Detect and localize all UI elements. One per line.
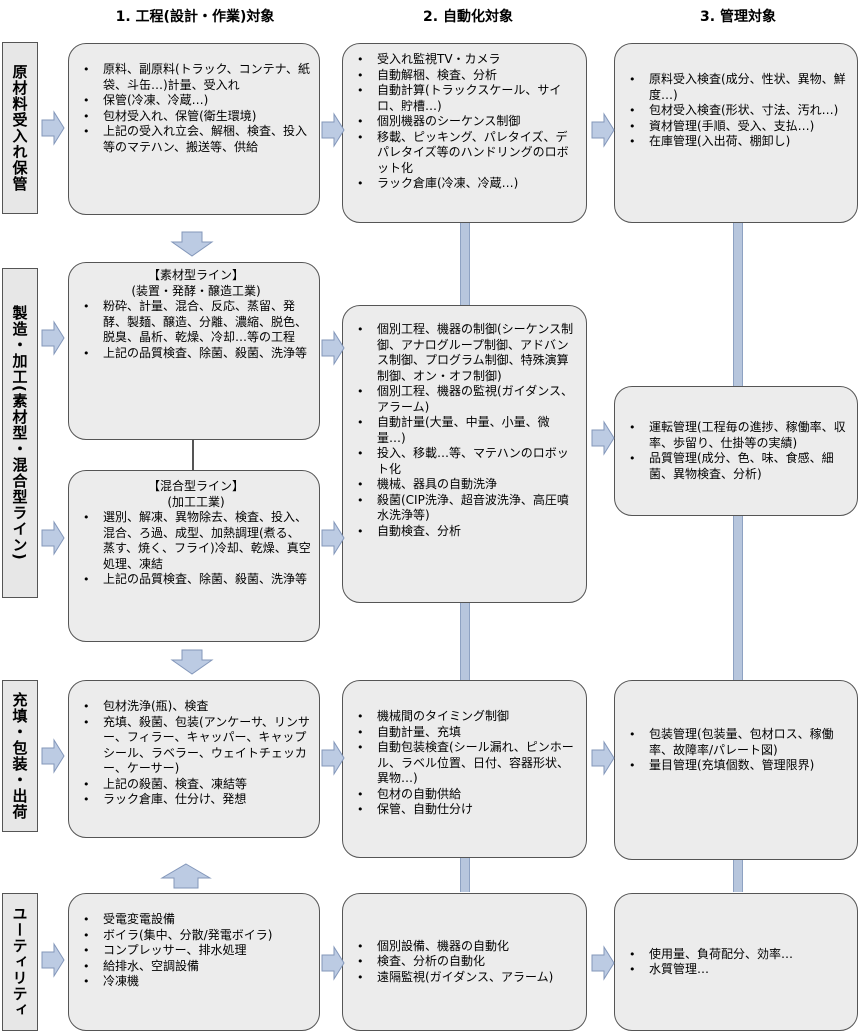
arrow-right-icon xyxy=(321,945,345,981)
arrow-right-icon xyxy=(591,945,615,981)
list-item: 個別工程、機器の監視(ガイダンス、アラーム) xyxy=(357,384,578,415)
list-item: 運転管理(工程毎の進捗、稼働率、収率、歩留り、仕掛等の実績) xyxy=(629,420,849,451)
list-item: 投入、移載…等、マテハンのロボット化 xyxy=(357,446,578,477)
list-item: 個別設備、機器の自動化 xyxy=(357,939,578,955)
arrow-right-icon xyxy=(321,112,345,148)
list-item: 個別機器のシーケンス制御 xyxy=(357,114,578,130)
list-item: ラック倉庫、仕分け、発想 xyxy=(83,792,311,808)
list-item: 在庫管理(入出荷、棚卸し) xyxy=(629,134,849,150)
arrow-down-icon xyxy=(170,649,214,675)
arrow-right-icon xyxy=(591,420,615,456)
list-item: 品質管理(成分、色、味、食感、細菌、異物検査、分析) xyxy=(629,451,849,482)
list-item: 個別工程、機器の制御(シーケンス制御、アナログループ制御、アドバンス制御、プログ… xyxy=(357,322,578,384)
list-item: 受入れ監視TV・カメラ xyxy=(357,52,578,68)
arrow-right-icon xyxy=(321,330,345,366)
list-item: 包材洗浄(瓶)、検査 xyxy=(83,699,311,715)
process-box-mixing-line: 【混合型ライン】 (加工工業) 選別、解凍、異物除去、検査、投入、混合、ろ過、成… xyxy=(68,470,320,642)
list-item: 粉砕、計量、混合、反応、蒸留、発酵、製麺、醸造、分離、濃縮、脱色、脱臭、晶析、乾… xyxy=(83,299,311,346)
list-item: 資材管理(手順、受入、支払…) xyxy=(629,119,849,135)
automation-box-filling: 機械間のタイミング制御 自動計量、充填 自動包装検査(シール漏れ、ピンホール、ラ… xyxy=(342,680,587,858)
list-item: 機械間のタイミング制御 xyxy=(357,709,578,725)
list-item: 自動検査、分析 xyxy=(357,524,578,540)
row-label-receiving: 原材料受入れ保管 xyxy=(2,42,38,214)
list-item: 保管(冷凍、冷蔵…) xyxy=(83,93,311,109)
automation-box-manufacturing: 個別工程、機器の制御(シーケンス制御、アナログループ制御、アドバンス制御、プログ… xyxy=(342,305,587,603)
list-item: 充填、殺菌、包装(アンケーサ、リンサー、フィラー、キャッパー、キャップシール、ラ… xyxy=(83,715,311,777)
management-connector-line xyxy=(733,222,743,892)
list-item: 検査、分析の自動化 xyxy=(357,954,578,970)
material-line-title: 【素材型ライン】 xyxy=(147,268,244,282)
arrow-right-icon xyxy=(41,320,65,356)
list-item: 自動計量(大量、中量、小量、微量…) xyxy=(357,415,578,446)
list-item: 包材受入検査(形状、寸法、汚れ…) xyxy=(629,103,849,119)
list-item: 受電変電設備 xyxy=(83,912,311,928)
automation-box-utility: 個別設備、機器の自動化 検査、分析の自動化 遠隔監視(ガイダンス、アラーム) xyxy=(342,893,587,1031)
arrow-right-icon xyxy=(591,112,615,148)
list-item: 上記の受入れ立会、解梱、検査、投入等のマテハン、搬送等、供給 xyxy=(83,124,311,155)
list-item: ラック倉庫(冷凍、冷蔵…) xyxy=(357,176,578,192)
list-item: 包装管理(包装量、包材ロス、稼働率、故障率/パレート図) xyxy=(629,727,849,758)
list-item: 原料、副原料(トラック、コンテナ、紙袋、斗缶…)計量、受入れ xyxy=(83,62,311,93)
arrow-right-icon xyxy=(41,942,65,978)
list-item: ボイラ(集中、分散/発電ボイラ) xyxy=(83,928,311,944)
list-item: 上記の品質検査、除菌、殺菌、洗浄等 xyxy=(83,346,311,362)
list-item: 機械、器具の自動洗浄 xyxy=(357,477,578,493)
list-item: 給排水、空調設備 xyxy=(83,959,311,975)
arrow-right-icon xyxy=(321,740,345,776)
arrow-down-icon xyxy=(170,231,214,257)
list-item: 冷凍機 xyxy=(83,974,311,990)
automation-box-receiving: 受入れ監視TV・カメラ 自動解梱、検査、分析 自動計算(トラックスケール、サイロ… xyxy=(342,43,587,223)
management-box-manufacturing: 運転管理(工程毎の進捗、稼働率、収率、歩留り、仕掛等の実績) 品質管理(成分、色… xyxy=(614,386,858,516)
mixing-line-subtitle: (加工工業) xyxy=(167,494,225,509)
list-item: コンプレッサー、排水処理 xyxy=(83,943,311,959)
mixing-line-title: 【混合型ライン】 xyxy=(147,479,244,493)
arrow-right-icon xyxy=(41,738,65,774)
list-item: 量目管理(充填個数、管理限界) xyxy=(629,758,849,774)
list-item: 包材の自動供給 xyxy=(357,787,578,803)
arrow-right-icon xyxy=(41,110,65,146)
management-box-filling: 包装管理(包装量、包材ロス、稼働率、故障率/パレート図) 量目管理(充填個数、管… xyxy=(614,680,858,860)
list-item: 保管、自動仕分け xyxy=(357,802,578,818)
material-line-subtitle: (装置・発酵・醸造工業) xyxy=(131,283,261,298)
row-label-manufacturing: 製造・加工(素材型・混合型ライン) xyxy=(2,268,38,598)
arrow-right-icon xyxy=(591,740,615,776)
line-connector xyxy=(192,440,194,470)
arrow-up-icon xyxy=(160,863,212,889)
list-item: 殺菌(CIP洗浄、超音波洗浄、高圧噴水洗浄等) xyxy=(357,493,578,524)
row-label-utility: ユーティリティ xyxy=(2,893,38,1031)
arrow-right-icon xyxy=(321,520,345,556)
list-item: 自動包装検査(シール漏れ、ピンホール、ラベル位置、日付、容器形状、異物…) xyxy=(357,740,578,787)
list-item: 上記の殺菌、検査、凍結等 xyxy=(83,777,311,793)
list-item: 上記の品質検査、除菌、殺菌、洗浄等 xyxy=(83,572,311,588)
process-box-utility: 受電変電設備 ボイラ(集中、分散/発電ボイラ) コンプレッサー、排水処理 給排水… xyxy=(68,893,320,1031)
column-title-management: 3. 管理対象 xyxy=(700,9,776,25)
list-item: 包材受入れ、保管(衛生環境) xyxy=(83,109,311,125)
column-title-process: 1. 工程(設計・作業)対象 xyxy=(115,9,275,25)
list-item: 移載、ピッキング、パレタイズ、デパレタイズ等のハンドリングのロボット化 xyxy=(357,130,578,177)
list-item: 原料受入検査(成分、性状、異物、鮮度…) xyxy=(629,72,849,103)
list-item: 自動解梱、検査、分析 xyxy=(357,68,578,84)
list-item: 自動計量、充填 xyxy=(357,725,578,741)
list-item: 水質管理… xyxy=(629,962,849,978)
management-box-utility: 使用量、負荷配分、効率… 水質管理… xyxy=(614,893,858,1031)
management-box-receiving: 原料受入検査(成分、性状、異物、鮮度…) 包材受入検査(形状、寸法、汚れ…) 資… xyxy=(614,43,858,223)
row-label-filling: 充填・包装・出荷 xyxy=(2,680,38,832)
column-title-automation: 2. 自動化対象 xyxy=(423,9,513,25)
list-item: 使用量、負荷配分、効率… xyxy=(629,947,849,963)
process-box-filling: 包材洗浄(瓶)、検査 充填、殺菌、包装(アンケーサ、リンサー、フィラー、キャッパ… xyxy=(68,680,320,838)
process-box-material-line: 【素材型ライン】 (装置・発酵・醸造工業) 粉砕、計量、混合、反応、蒸留、発酵、… xyxy=(68,262,320,440)
process-box-receiving: 原料、副原料(トラック、コンテナ、紙袋、斗缶…)計量、受入れ 保管(冷凍、冷蔵…… xyxy=(68,43,320,215)
list-item: 遠隔監視(ガイダンス、アラーム) xyxy=(357,970,578,986)
arrow-right-icon xyxy=(41,520,65,556)
list-item: 選別、解凍、異物除去、検査、投入、混合、ろ過、成型、加熱調理(煮る、蒸す、焼く、… xyxy=(83,510,311,572)
list-item: 自動計算(トラックスケール、サイロ、貯槽…) xyxy=(357,83,578,114)
